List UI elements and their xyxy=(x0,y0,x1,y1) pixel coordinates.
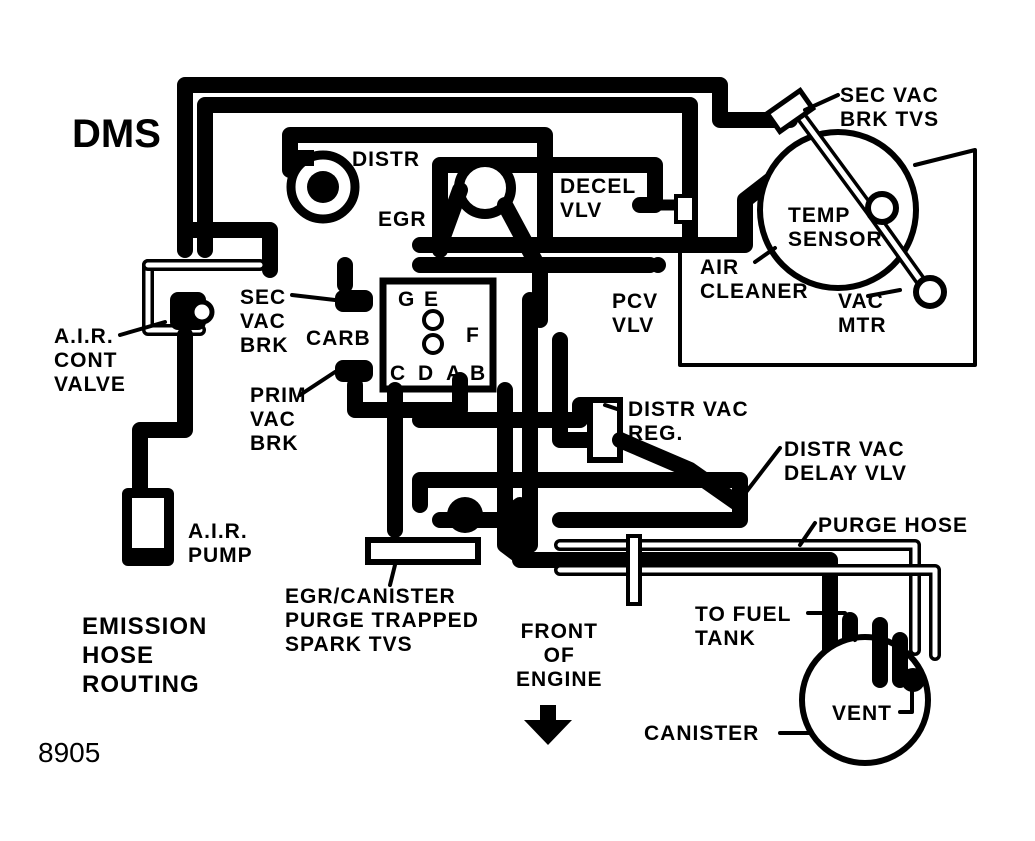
leader-air-cont xyxy=(118,320,167,337)
leader-delay-vlv xyxy=(738,446,782,502)
front-of-engine-label: FRONT OF ENGINE xyxy=(516,620,603,691)
hose-purge-inner xyxy=(557,542,918,653)
leader-vent xyxy=(898,688,914,714)
hose-to-fuel-tank-inner xyxy=(557,567,938,658)
leader-egr-canister xyxy=(388,563,397,587)
distr-vac-reg-label: DISTR VAC REG. xyxy=(628,398,749,445)
hose-long-1 xyxy=(412,472,748,528)
leader-sec-vac-brk-tvs xyxy=(803,93,840,112)
decel-valve-body xyxy=(674,194,696,224)
hose-main-loop xyxy=(177,77,798,258)
sec-vac-brk-body xyxy=(335,290,373,312)
air-pump-label: A.I.R. PUMP xyxy=(188,520,253,567)
purge-hose-label: PURGE HOSE xyxy=(818,514,969,537)
prim-vac-brk-body xyxy=(335,360,373,382)
leader-distr-vac-reg xyxy=(603,403,622,412)
purge-clamp xyxy=(626,534,642,606)
prim-vac-brk-label: PRIM VAC BRK xyxy=(250,384,307,455)
hose-air-pump xyxy=(132,327,193,498)
carb-port-c: C xyxy=(390,362,407,385)
emission-hose-routing-label: EMISSION HOSE ROUTING xyxy=(82,613,208,698)
sec-vac-brk-label: SEC VAC BRK xyxy=(240,286,289,357)
carb-port-b: B xyxy=(470,362,487,385)
distributor xyxy=(286,150,360,224)
air-cleaner xyxy=(678,87,977,367)
egr-label: EGR xyxy=(378,208,427,231)
hose-dms-bend xyxy=(177,222,278,278)
vac-mtr-label: VAC MTR xyxy=(838,290,887,337)
carb-port-d: D xyxy=(418,362,435,385)
egr-canister-tvs xyxy=(365,537,481,565)
hose-distr-top xyxy=(282,127,553,253)
distr-vac-delay-vlv-label: DISTR VAC DELAY VLV xyxy=(784,438,907,485)
vent-label: VENT xyxy=(832,702,893,725)
temp-sensor-label: TEMP SENSOR xyxy=(788,204,883,251)
canister-vent-port xyxy=(901,668,925,692)
leader-sec-vac-brk xyxy=(290,293,337,302)
canister-label: CANISTER xyxy=(644,722,760,745)
dms-label: DMS xyxy=(72,112,161,156)
decel-vlv-label: DECEL VLV xyxy=(560,175,637,222)
sec-vac-brk-tvs-label: SEC VAC BRK TVS xyxy=(840,84,940,131)
leader-fuel-tank xyxy=(806,611,857,642)
egr-canister-label: EGR/CANISTER PURGE TRAPPED SPARK TVS xyxy=(285,585,479,656)
leader-air-cleaner xyxy=(753,246,777,264)
egr-canister-tvs-port xyxy=(447,497,483,533)
hose-inner-loop xyxy=(197,97,698,258)
front-arrow xyxy=(524,705,572,745)
air-cont-valve-label: A.I.R. CONT VALVE xyxy=(54,325,126,396)
pcv-vlv-label: PCV VLV xyxy=(612,290,659,337)
carb-port-g: G xyxy=(398,288,416,311)
carb-port-a: A xyxy=(446,362,463,385)
carburetor xyxy=(379,277,497,393)
to-fuel-tank-label: TO FUEL TANK xyxy=(695,603,792,650)
canister-body xyxy=(799,634,931,766)
distr-label: DISTR xyxy=(352,148,420,171)
leader-vac-mtr xyxy=(866,288,902,298)
carb-port-f: F xyxy=(466,324,480,347)
figure-number: 8905 xyxy=(38,737,101,768)
leader-purge-hose xyxy=(798,521,817,547)
leader-prim-vac-brk xyxy=(298,370,337,397)
carb-port-e: E xyxy=(424,288,440,311)
air-pump-window xyxy=(132,498,164,548)
carb-label: CARB xyxy=(306,327,371,350)
hose-carb-bottom xyxy=(347,372,468,418)
hose-reg-to-delay xyxy=(612,432,748,513)
air-cleaner-label: AIR CLEANER xyxy=(700,256,809,303)
hose-long-2 xyxy=(432,497,838,668)
